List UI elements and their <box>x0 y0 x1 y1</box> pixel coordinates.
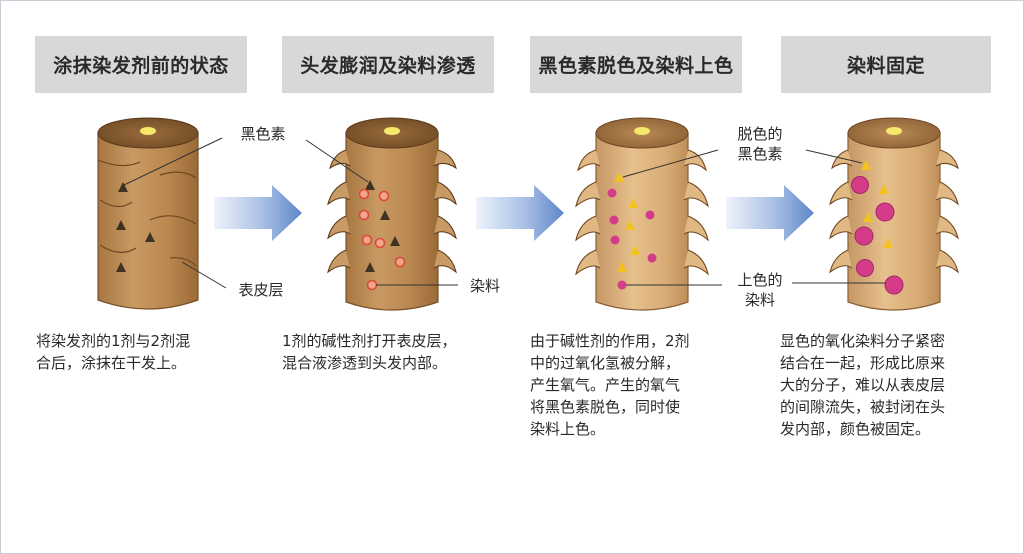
fixed-dye-molecule <box>854 226 874 246</box>
process-arrow-2 <box>476 185 564 241</box>
hair-strand-3 <box>575 117 722 311</box>
dye-particle <box>358 188 370 200</box>
melanin-particle <box>145 232 155 242</box>
melanin-particle <box>116 262 126 272</box>
melanin-particle <box>365 180 375 190</box>
fixed-dye-molecule <box>875 202 895 222</box>
dye-particle <box>378 190 390 202</box>
bleached-melanin-particle <box>883 238 893 248</box>
dye-particle <box>358 209 370 221</box>
colored-dye-particle <box>617 280 627 290</box>
process-arrow-1 <box>214 185 302 241</box>
stage-2-description: 1剂的碱性剂打开表皮层， 混合液渗透到头发内部。 <box>282 332 457 372</box>
colored-dye-particle <box>647 253 657 263</box>
dye-particle <box>394 256 406 268</box>
bleached-melanin-particle <box>630 245 640 255</box>
stage-4-description: 显色的氧化染料分子紧密 结合在一起，形成比原来 大的分子，难以从表皮层 的间隙流… <box>780 332 946 438</box>
bleached-melanin-particle <box>625 220 635 230</box>
bleached-melanin-particle <box>614 172 624 182</box>
melanin-particle <box>118 182 128 192</box>
process-arrow-3 <box>726 185 814 241</box>
fixed-dye-molecule <box>851 176 869 194</box>
hair-strand-2 <box>305 117 458 311</box>
stage-3-title: 黑色素脱色及染料上色 <box>530 36 742 93</box>
colored-dye-particle <box>609 215 619 225</box>
dye-particle <box>361 234 373 246</box>
fixed-dye-molecule <box>884 275 904 295</box>
label-bleached-melanin: 脱色的 黑色素 <box>737 125 783 163</box>
label-melanin: 黑色素 <box>240 125 286 143</box>
label-dye: 染料 <box>469 277 500 295</box>
dye-particle <box>366 279 378 291</box>
bleached-melanin-particle <box>861 160 871 170</box>
hair-strand-1 <box>97 117 227 310</box>
label-cuticle: 表皮层 <box>238 281 284 299</box>
fixed-dye-molecule <box>856 259 874 277</box>
stage-1-description: 将染发剂的1剂与2剂混 合后，涂抹在干发上。 <box>36 332 191 372</box>
colored-dye-particle <box>645 210 655 220</box>
hair-strand-4 <box>792 117 959 311</box>
colored-dye-particle <box>610 235 620 245</box>
stage-4-title: 染料固定 <box>781 36 991 93</box>
melanin-particle <box>380 210 390 220</box>
label-colored-dye: 上色的 染料 <box>737 271 783 309</box>
stage-1-title: 涂抹染发剂前的状态 <box>35 36 247 93</box>
stage-3-description: 由于碱性剂的作用，2剂 中的过氧化氢被分解， 产生氧气。产生的氧气 将黑色素脱色… <box>530 332 690 438</box>
melanin-particle <box>390 236 400 246</box>
bleached-melanin-particle <box>628 198 638 208</box>
stage-2-title: 头发膨润及染料渗透 <box>282 36 494 93</box>
bleached-melanin-particle <box>617 262 627 272</box>
colored-dye-particle <box>607 188 617 198</box>
melanin-particle <box>116 220 126 230</box>
bleached-melanin-particle <box>879 184 889 194</box>
bleached-melanin-particle <box>863 212 873 222</box>
dye-particle <box>374 237 386 249</box>
melanin-particle <box>365 262 375 272</box>
